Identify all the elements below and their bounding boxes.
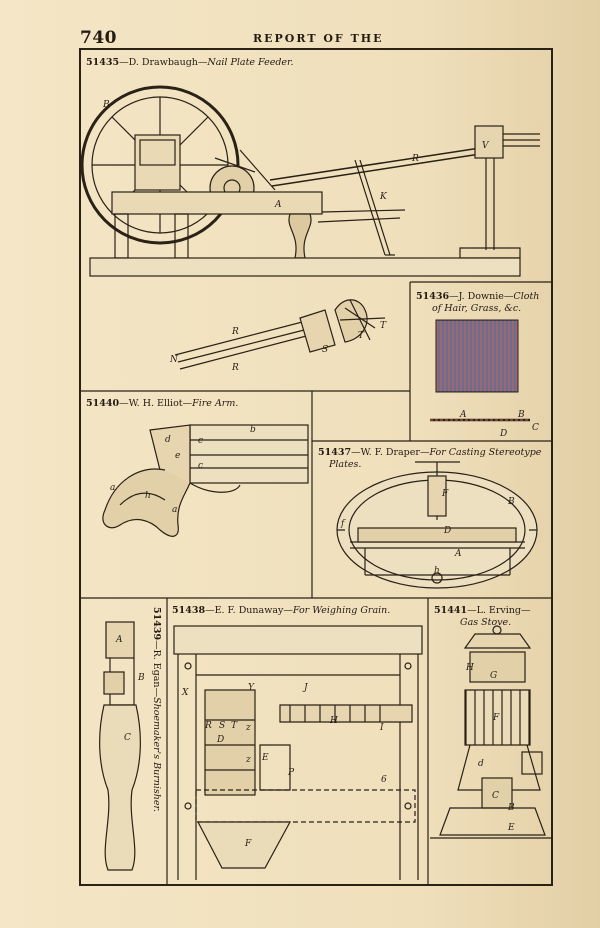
letter-J: J <box>302 683 309 693</box>
letter-E: E <box>261 753 269 763</box>
letter-P: P <box>287 768 295 778</box>
letter-C: C <box>124 733 131 743</box>
letter-T: T <box>358 331 365 341</box>
letter-z: z <box>245 755 251 765</box>
caption-51438: 51438—E. F. Dunaway—For Weighing Grain. <box>172 605 391 616</box>
letter-B: B <box>137 673 145 683</box>
letter-F: F <box>492 713 500 723</box>
letter-a: a <box>110 483 115 493</box>
letter-R: R <box>231 327 239 337</box>
fig-51435-drawing <box>80 85 540 277</box>
letter-a: a <box>172 505 177 515</box>
caption-51441: 51441—L. Erving— <box>434 605 531 616</box>
letter-b: b <box>250 425 256 435</box>
fig-51436-drawing <box>430 319 530 422</box>
fig-inventor: W. F. Draper <box>360 447 420 458</box>
letter-A: A <box>274 200 282 210</box>
letter-G: G <box>490 671 497 681</box>
running-header: REPORT OF THE <box>253 32 384 45</box>
letter-F: F <box>441 489 449 499</box>
letter-D: D <box>443 526 451 536</box>
letter-6: 6 <box>381 775 387 785</box>
letter-R: R <box>204 721 212 731</box>
fig-inventor: E. F. Dunaway <box>214 605 284 616</box>
fig-51437-drawing <box>336 461 538 589</box>
fig-title: Gas Stove. <box>460 617 512 628</box>
letter-A: A <box>459 410 467 420</box>
letter-A: A <box>115 635 123 645</box>
fig-title-line2: Plates. <box>329 459 362 470</box>
letter-h: h <box>145 491 151 501</box>
letter-H: H <box>465 663 474 673</box>
letter-A: A <box>454 549 462 559</box>
letter-c: c <box>198 436 203 446</box>
page-number: 740 <box>80 28 117 48</box>
caption-51441-line2: Gas Stove. <box>460 617 511 629</box>
fig-number: 51441 <box>434 605 468 616</box>
letter-d: d <box>478 759 484 769</box>
letter-T: T <box>231 721 238 731</box>
caption-51437-line2: Plates. <box>329 459 361 471</box>
letter-I: I <box>379 723 384 733</box>
fig-title: Fire Arm. <box>192 398 239 409</box>
letter-D: D <box>499 429 507 439</box>
letter-S: S <box>322 345 328 355</box>
fig-51438-drawing <box>173 625 423 880</box>
letter-D: D <box>216 735 224 745</box>
letter-f: f <box>340 519 346 529</box>
caption-51435: 51435—D. Drawbaugh—Nail Plate Feeder. <box>86 57 294 68</box>
fig-inventor: L. Erving <box>476 605 521 616</box>
letter-R: R <box>411 154 419 164</box>
fig-number: 51435 <box>86 57 120 68</box>
caption-51436-line2: of Hair, Grass, &c. <box>432 303 521 315</box>
fig-number: 51437 <box>318 447 352 458</box>
letter-B: B <box>102 100 110 110</box>
letter-E: E <box>507 823 515 833</box>
figure-plate-frame <box>79 48 553 886</box>
fig-title: Nail Plate Feeder. <box>207 57 294 68</box>
letter-C: C <box>532 423 539 433</box>
letter-Y: Y <box>248 683 255 693</box>
fig-51439-drawing <box>99 621 141 871</box>
letter-V: V <box>482 141 490 151</box>
letter-c: c <box>198 461 203 471</box>
fig-title-line1: For Casting Stereotype <box>429 447 542 458</box>
caption-51436: 51436—J. Downie—Cloth <box>416 291 540 302</box>
fig-number: 51440 <box>86 398 120 409</box>
letter-F: F <box>244 839 252 849</box>
letter-e: e <box>175 451 180 461</box>
fig-inventor: W. H. Elliot <box>128 398 183 409</box>
fig-title: For Weighing Grain. <box>292 605 391 616</box>
letter-d: d <box>165 435 171 445</box>
letter-N: N <box>169 355 179 365</box>
fig-number: 51438 <box>172 605 206 616</box>
letter-C: C <box>492 791 499 801</box>
letter-T: T <box>380 321 387 331</box>
caption-51440: 51440—W. H. Elliot—Fire Arm. <box>86 398 239 409</box>
fig-51435-detail-drawing <box>174 299 386 370</box>
letter-B: B <box>507 803 515 813</box>
letter-z: z <box>245 723 251 733</box>
fig-inventor: J. Downie <box>458 291 504 302</box>
letter-B: B <box>507 497 515 507</box>
letter-X: X <box>181 688 189 698</box>
letter-R: R <box>231 363 239 373</box>
fig-title-line1: Cloth <box>513 291 540 302</box>
fig-51441-drawing <box>430 625 552 839</box>
fig-inventor: D. Drawbaugh <box>128 57 198 68</box>
fig-51440-drawing <box>102 424 309 537</box>
letter-K: K <box>379 192 388 202</box>
letter-H: H <box>329 716 338 726</box>
letter-B: B <box>517 410 525 420</box>
fig-number: 51436 <box>416 291 450 302</box>
fig-title-line2: of Hair, Grass, &c. <box>432 303 522 314</box>
letter-h: h <box>434 566 440 576</box>
caption-51437: 51437—W. F. Draper—For Casting Stereotyp… <box>318 447 542 458</box>
letter-S: S <box>219 721 225 731</box>
